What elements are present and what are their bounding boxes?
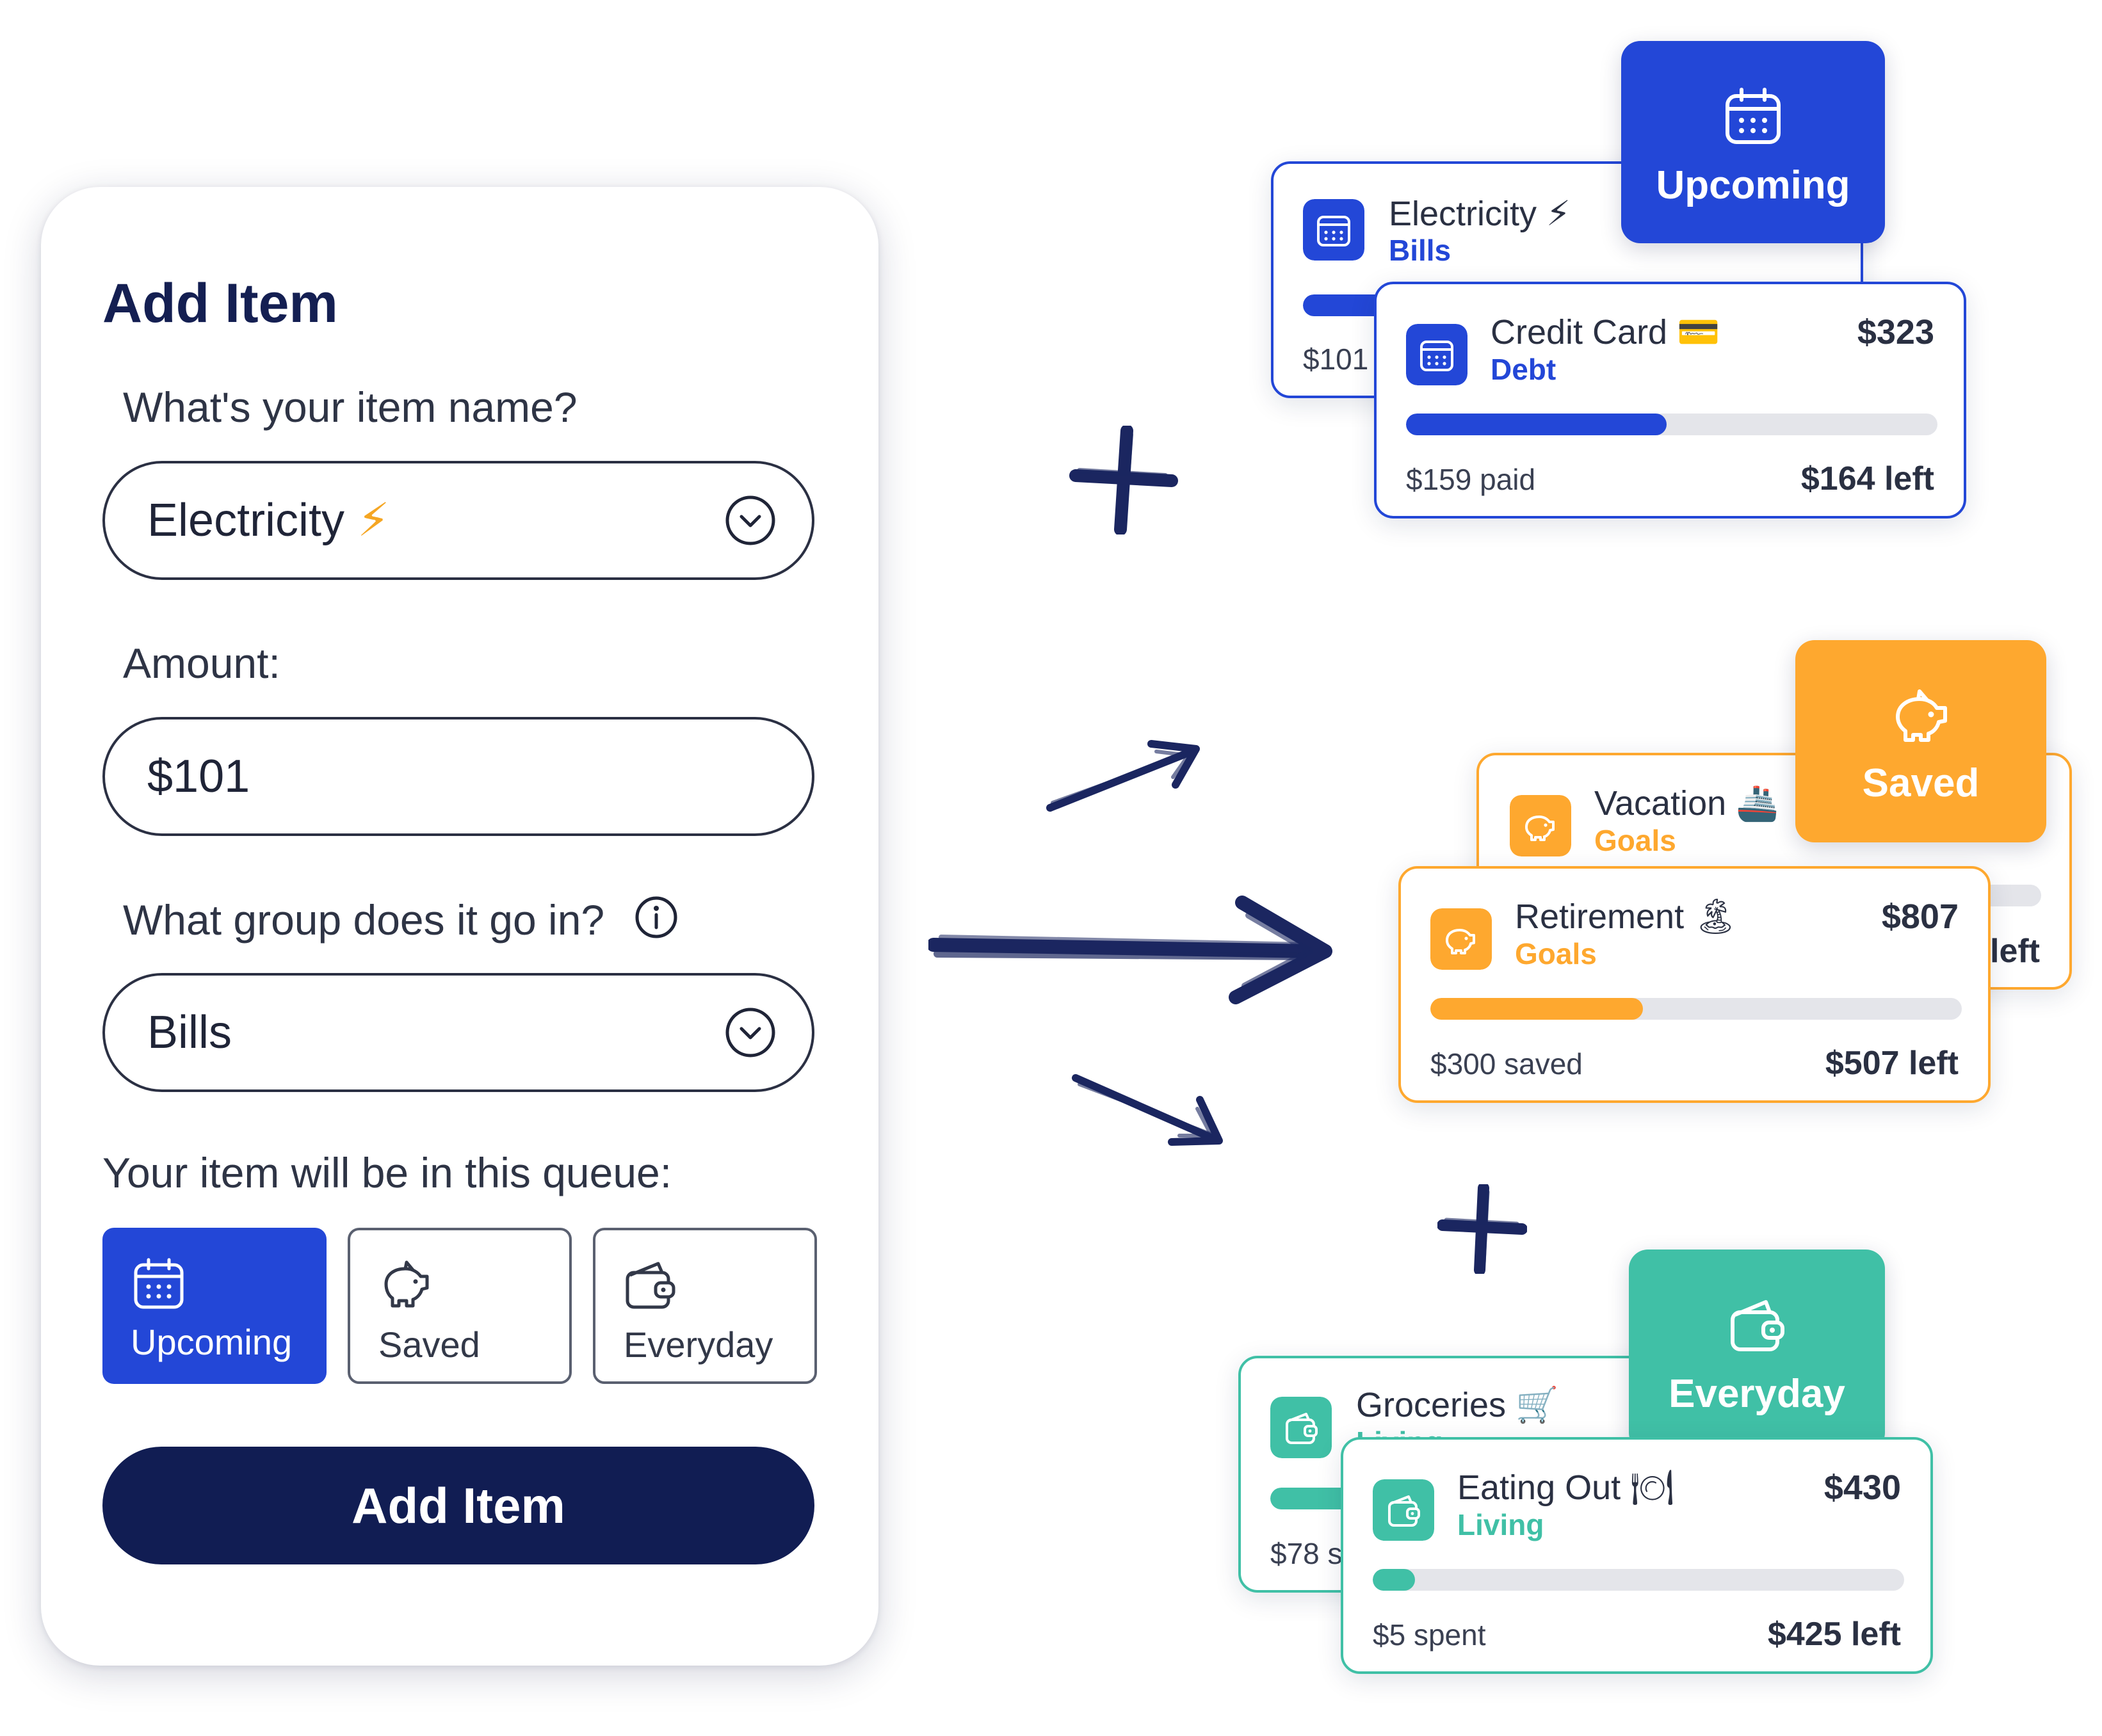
calendar-icon (1406, 324, 1467, 385)
arrow-down-right-decoration (1072, 1074, 1223, 1146)
card-amount: $430 (1823, 1468, 1901, 1507)
card-footer-right: $164 left (1800, 460, 1934, 497)
card-footer-right: left (1990, 933, 2040, 970)
group-label: What group does it go in? (123, 895, 679, 944)
card-footer-right: $507 left (1825, 1045, 1959, 1082)
card-category: Living (1457, 1508, 1544, 1541)
arrow-up-right-decoration (1046, 740, 1200, 812)
queue-badge-upcoming: Upcoming (1621, 41, 1885, 243)
progress-track (1406, 414, 1937, 435)
wallet-icon (1731, 1300, 1784, 1351)
wallet-icon (1270, 1397, 1332, 1458)
plus-sign-decoration (1069, 426, 1178, 534)
add-item-button[interactable]: Add Item (102, 1447, 814, 1564)
progress-track (1430, 998, 1962, 1020)
queue-option-upcoming[interactable]: Upcoming (102, 1228, 327, 1384)
amount-input[interactable]: $101 (102, 717, 814, 836)
card-category: Debt (1491, 353, 1556, 386)
piggy-bank-icon (384, 1260, 429, 1308)
card-amount: $323 (1857, 313, 1934, 351)
group-value: Bills (147, 1007, 232, 1058)
queue-badge-saved: Saved (1795, 640, 2046, 842)
progress-fill (1430, 998, 1643, 1020)
queue-option-label: Saved (378, 1324, 480, 1365)
calendar-icon (134, 1258, 184, 1309)
add-item-panel (41, 187, 878, 1666)
debt-card-front[interactable]: Credit Card 💳 Debt $323 $159 paid $164 l… (1374, 282, 1966, 518)
progress-track (1373, 1569, 1904, 1591)
wallet-icon (1373, 1479, 1434, 1541)
card-category: Bills (1389, 234, 1451, 267)
calendar-icon (1303, 199, 1364, 261)
group-select[interactable]: Bills (102, 973, 814, 1092)
chevron-down-icon[interactable] (725, 495, 776, 546)
plus-sign-decoration (1437, 1184, 1527, 1274)
card-title: Electricity ⚡ (1389, 195, 1571, 233)
chevron-down-icon[interactable] (725, 1007, 776, 1058)
card-category: Living (1356, 1425, 1443, 1438)
card-footer-left: $159 paid (1406, 463, 1536, 496)
card-amount: $807 (1881, 897, 1959, 936)
queue-badge-label: Saved (1862, 761, 1980, 805)
queue-option-saved[interactable]: Saved (348, 1228, 572, 1384)
item-name-label: What's your item name? (123, 383, 578, 431)
item-name-select[interactable]: Electricity ⚡ (102, 461, 814, 580)
card-category: Goals (1515, 937, 1597, 970)
amount-value: $101 (147, 751, 250, 802)
progress-fill (1406, 414, 1667, 435)
living-card-front[interactable]: Eating Out 🍽 Living $430 $5 spent $425 l… (1341, 1437, 1933, 1674)
queue-option-everyday[interactable]: Everyday (593, 1228, 817, 1384)
card-title: Eating Out 🍽 (1457, 1468, 1674, 1507)
queue-badge-label: Upcoming (1656, 163, 1850, 207)
piggy-bank-icon (1896, 689, 1947, 742)
card-footer-right: $425 left (1767, 1616, 1901, 1653)
queue-label: Your item will be in this queue: (102, 1149, 672, 1196)
queue-option-label: Upcoming (131, 1322, 293, 1362)
card-footer-left: $300 saved (1430, 1047, 1583, 1081)
card-footer-left: $5 spent (1373, 1618, 1486, 1652)
queue-badge-label: Everyday (1669, 1372, 1845, 1416)
item-name-value: Electricity ⚡ (147, 495, 390, 546)
queue-badge-everyday: Everyday (1629, 1250, 1885, 1452)
arrow-right-decoration (928, 896, 1332, 1004)
card-title: Vacation 🚢 (1594, 784, 1779, 823)
piggy-bank-icon (1510, 795, 1571, 856)
goal-card-front[interactable]: Retirement 🏝 Goals $807 $300 saved $507 … (1398, 866, 1991, 1103)
panel-title: Add Item (102, 273, 338, 334)
progress-fill (1373, 1569, 1416, 1591)
card-title: Credit Card 💳 (1491, 313, 1720, 351)
card-category: Goals (1594, 824, 1676, 857)
info-icon[interactable] (634, 895, 679, 940)
card-footer-left: $78 s (1270, 1537, 1343, 1570)
piggy-bank-icon (1430, 908, 1492, 970)
calendar-icon (1726, 88, 1781, 144)
card-footer-left: $101 (1303, 342, 1369, 376)
queue-option-label: Everyday (624, 1324, 773, 1365)
amount-label: Amount: (123, 639, 280, 687)
wallet-icon (626, 1262, 675, 1309)
card-title: Retirement 🏝 (1515, 897, 1738, 936)
lightning-emoji: ⚡ (357, 495, 390, 546)
card-title: Groceries 🛒 (1356, 1386, 1559, 1424)
